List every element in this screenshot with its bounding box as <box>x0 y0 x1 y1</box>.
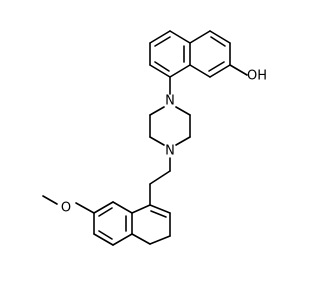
molecule-drawing: OH N N O <box>42 30 267 246</box>
double-bond-inner <box>208 61 225 72</box>
double-bond-inner <box>154 61 170 72</box>
bond <box>149 64 171 78</box>
bond <box>149 204 171 214</box>
bond <box>189 30 211 44</box>
bond <box>169 30 191 44</box>
bond <box>149 235 171 245</box>
bond-to-methoxy-o <box>75 202 95 214</box>
bond-methoxy-methyl <box>42 195 58 205</box>
bond <box>149 30 171 44</box>
bond <box>112 233 133 246</box>
naphthalene-left-ring <box>149 30 191 78</box>
bond <box>112 201 133 214</box>
bond <box>93 233 114 246</box>
double-bond-inner <box>210 36 226 47</box>
piperazine-n-bottom-label: N <box>165 144 175 159</box>
piperazine-ring <box>149 106 191 146</box>
bond <box>169 64 191 78</box>
bond <box>175 136 191 146</box>
methoxy-oxygen-label: O <box>61 201 71 216</box>
naphthalene-right-ring <box>189 30 248 78</box>
bond <box>131 204 151 214</box>
indene-benzene-ring <box>42 195 133 246</box>
piperazine-n-top-label: N <box>165 94 175 109</box>
bond <box>149 136 165 146</box>
bond <box>93 201 114 214</box>
bond-to-hydroxyl <box>229 64 248 76</box>
bond <box>149 106 165 116</box>
bond <box>209 30 231 44</box>
hydroxyl-label: OH <box>247 69 267 84</box>
double-bond-inner <box>150 210 167 218</box>
bond <box>189 64 211 78</box>
structure-canvas: OH N N O <box>42 30 268 246</box>
bond <box>131 233 151 245</box>
double-bond-inner <box>98 207 113 217</box>
indene-five-ring <box>131 204 171 245</box>
bond <box>175 106 191 116</box>
double-bond-inner <box>154 36 171 47</box>
bond-ch2-ch2 <box>149 170 171 185</box>
bond <box>209 64 231 78</box>
double-bond-inner <box>98 230 113 240</box>
